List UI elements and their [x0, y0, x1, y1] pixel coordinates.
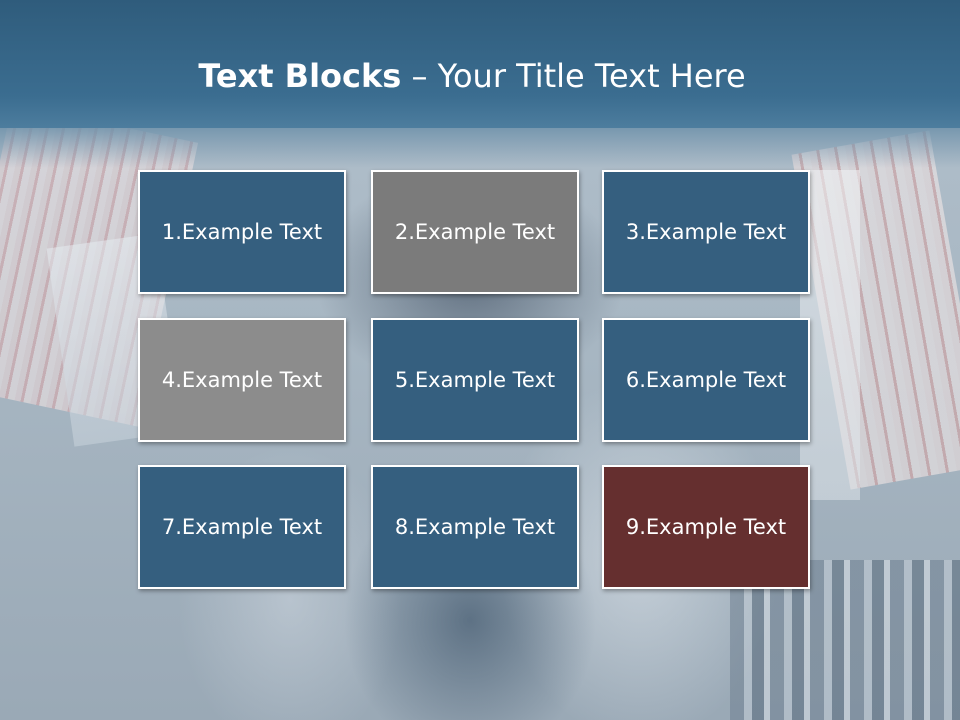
text-block-label: 9.Example Text [625, 515, 787, 539]
text-block-6[interactable]: 6.Example Text [602, 318, 810, 442]
text-block-5[interactable]: 5.Example Text [371, 318, 579, 442]
text-block-1[interactable]: 1.Example Text [138, 170, 346, 294]
text-block-label: 8.Example Text [394, 515, 556, 539]
title-separator: – [401, 57, 438, 95]
text-block-label: 1.Example Text [161, 220, 323, 244]
text-block-4[interactable]: 4.Example Text [138, 318, 346, 442]
text-block-label: 7.Example Text [161, 515, 323, 539]
text-block-label: 5.Example Text [394, 368, 556, 392]
text-block-8[interactable]: 8.Example Text [371, 465, 579, 589]
text-block-grid: 1.Example Text 2.Example Text 3.Example … [138, 170, 815, 594]
text-block-label: 2.Example Text [394, 220, 556, 244]
slide-title: Text Blocks – Your Title Text Here [0, 52, 944, 100]
title-rest: Your Title Text Here [437, 57, 746, 95]
text-block-7[interactable]: 7.Example Text [138, 465, 346, 589]
text-block-label: 6.Example Text [625, 368, 787, 392]
text-block-label: 3.Example Text [625, 220, 787, 244]
title-bar-fade [0, 128, 960, 168]
text-block-label: 4.Example Text [161, 368, 323, 392]
title-bar [0, 0, 960, 128]
text-block-2[interactable]: 2.Example Text [371, 170, 579, 294]
text-block-3[interactable]: 3.Example Text [602, 170, 810, 294]
text-block-9[interactable]: 9.Example Text [602, 465, 810, 589]
background-shopping-bag [800, 170, 860, 500]
title-bold-part: Text Blocks [198, 57, 402, 95]
